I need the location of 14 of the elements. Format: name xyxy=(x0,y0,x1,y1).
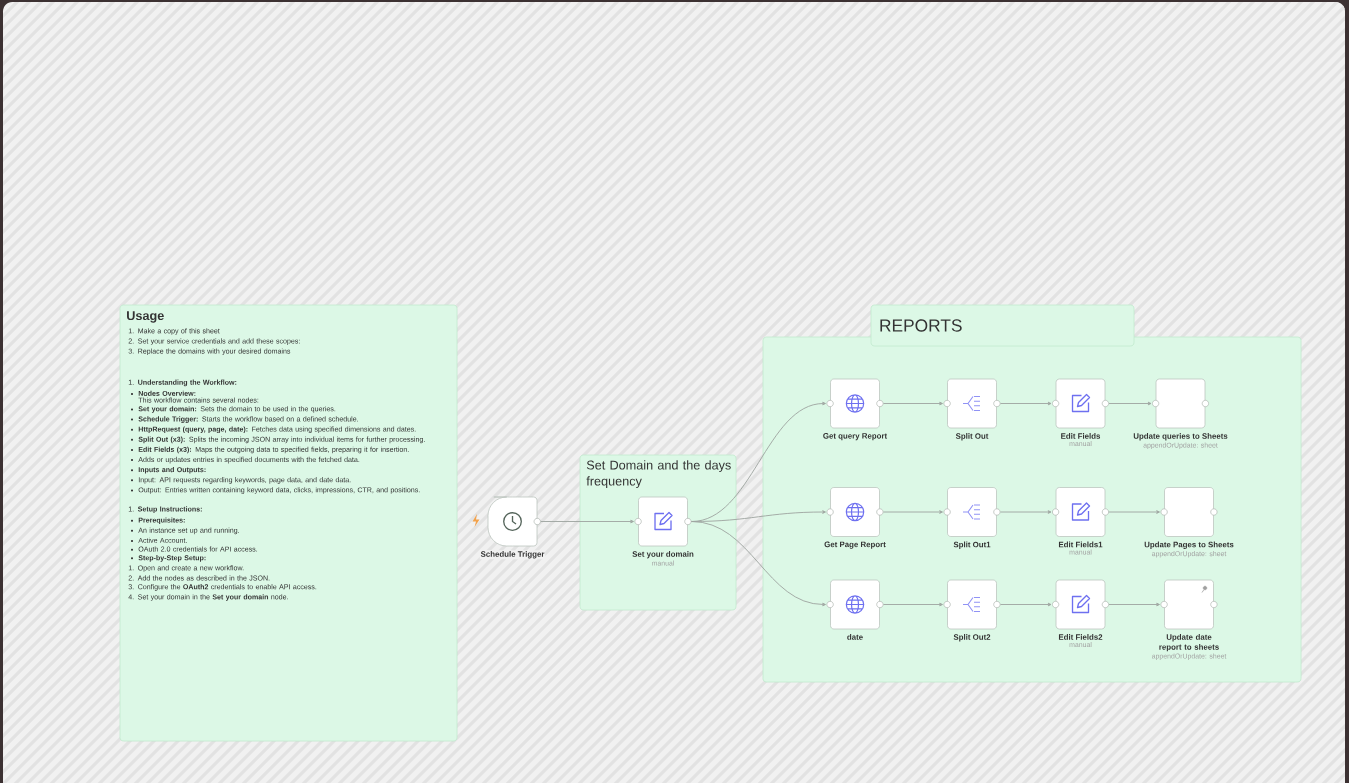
note-title: Set Domain and the days frequency xyxy=(586,460,731,489)
title-box: REPORTS xyxy=(870,304,1135,347)
connector xyxy=(883,602,943,607)
connector xyxy=(1000,602,1052,607)
connector xyxy=(540,519,634,524)
note-heading: Usage xyxy=(127,311,164,323)
connector xyxy=(1108,602,1160,607)
connector xyxy=(883,401,943,406)
connector xyxy=(883,510,943,514)
connector xyxy=(1108,401,1152,406)
connector xyxy=(1000,401,1052,406)
connector xyxy=(691,521,826,607)
connector xyxy=(1000,510,1052,514)
connector xyxy=(1108,510,1160,514)
